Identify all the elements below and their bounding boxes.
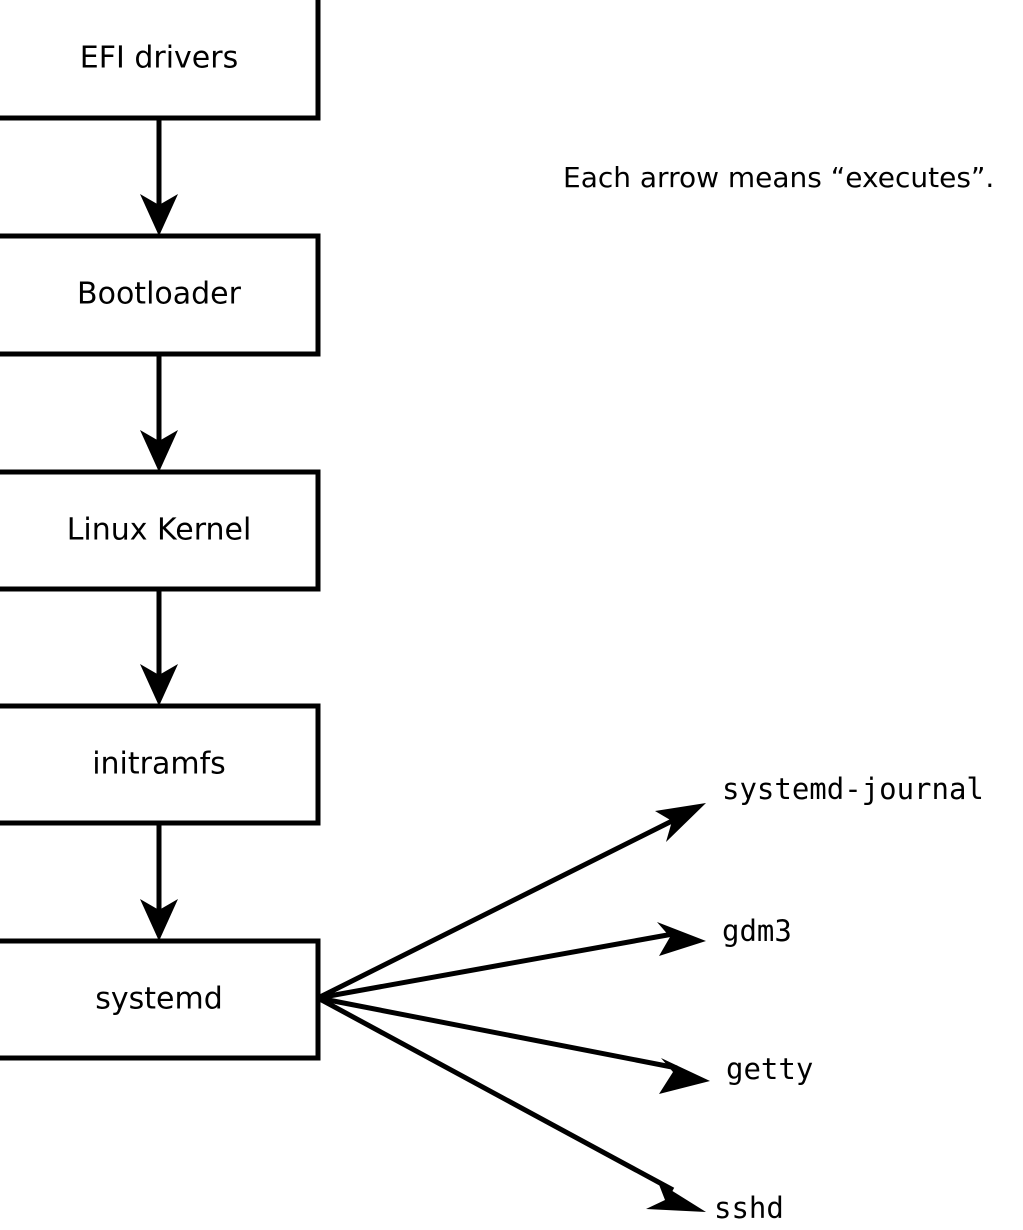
- node-box-rect: [0, 233, 321, 357]
- arrow-systemd-to-systemd-journal-icon: [316, 803, 706, 1001]
- node-label: Bootloader: [77, 277, 242, 312]
- arrow-head: [140, 430, 178, 472]
- service-label-systemd-journal[interactable]: systemd-journal: [722, 772, 984, 806]
- node-label: EFI drivers: [80, 41, 238, 76]
- arrow-initramfs-to-systemd-icon: [140, 823, 178, 941]
- service-label-sshd[interactable]: sshd: [714, 1191, 784, 1225]
- arrow-head: [657, 922, 706, 956]
- arrow-shaft: [316, 816, 678, 1001]
- legend-annotation: Each arrow means “executes”.: [563, 161, 994, 194]
- arrow-shaft: [317, 931, 674, 1001]
- arrow-systemd-to-getty-icon: [317, 995, 710, 1094]
- service-labels-group: systemd-journal gdm3 getty sshd: [714, 772, 984, 1225]
- arrow-systemd-to-sshd-icon: [316, 995, 706, 1212]
- arrow-head: [659, 1058, 710, 1094]
- arrow-kernel-to-initramfs-icon: [140, 589, 178, 706]
- arrow-head: [646, 1182, 706, 1212]
- node-box-rect: [0, 0, 321, 121]
- boot-chain-group: EFI drivers Bootloader Linux Kernel init…: [0, 0, 321, 1061]
- node-bootloader[interactable]: Bootloader: [0, 233, 321, 357]
- node-systemd[interactable]: systemd: [0, 938, 321, 1061]
- service-label-getty[interactable]: getty: [726, 1052, 813, 1086]
- service-label-gdm3[interactable]: gdm3: [722, 914, 792, 948]
- arrow-head: [140, 899, 178, 941]
- node-label: systemd: [95, 982, 223, 1017]
- node-label: Linux Kernel: [67, 513, 252, 548]
- arrow-efi-to-bootloader-icon: [140, 118, 178, 236]
- node-initramfs[interactable]: initramfs: [0, 703, 321, 826]
- arrow-shaft: [316, 995, 675, 1193]
- arrow-shaft: [317, 995, 678, 1071]
- chain-arrows-group: [140, 118, 178, 941]
- arrow-head: [140, 664, 178, 706]
- arrow-bootloader-to-kernel-icon: [140, 354, 178, 472]
- arrow-systemd-to-gdm3-icon: [317, 922, 706, 1001]
- arrow-head: [655, 803, 706, 842]
- node-linux-kernel[interactable]: Linux Kernel: [0, 469, 321, 592]
- fanout-arrows-group: [316, 803, 710, 1212]
- node-label: initramfs: [92, 747, 226, 782]
- node-box-rect: [0, 938, 321, 1061]
- arrow-head: [140, 194, 178, 236]
- node-efi-drivers[interactable]: EFI drivers: [0, 0, 321, 121]
